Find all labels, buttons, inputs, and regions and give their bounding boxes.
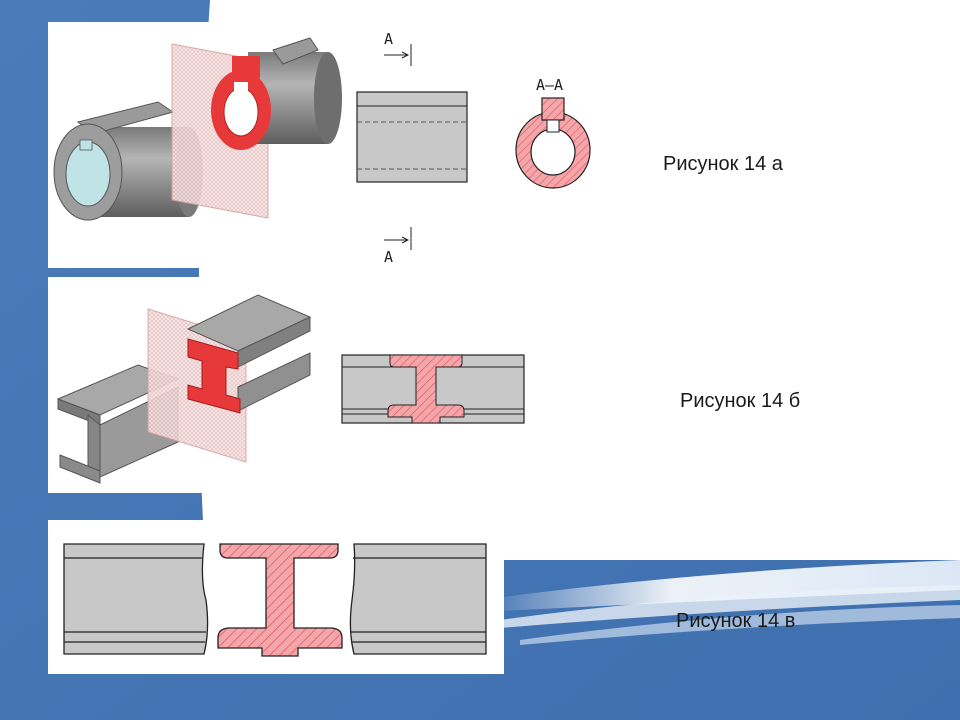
- figure-c-drawing: [63, 543, 487, 657]
- figure-c-caption: Рисунок 14 в: [676, 610, 796, 632]
- cut-label-top: А: [384, 30, 393, 48]
- figure-c-panel: [48, 520, 504, 674]
- break-view-right: [349, 543, 487, 655]
- cut-label-bottom: А: [384, 248, 393, 266]
- ibeam-section-view: [341, 354, 525, 424]
- section-red-b: [187, 338, 241, 414]
- figure-b-caption: Рисунок 14 б: [680, 390, 801, 412]
- front-view: [356, 91, 468, 183]
- section-label: А–А: [536, 76, 563, 94]
- cut-mark-top: [384, 44, 412, 66]
- ibeam-right-3d: [186, 294, 312, 412]
- figure-b-drawing: [56, 294, 525, 484]
- cut-mark-bottom: [384, 227, 412, 250]
- figure-b-panel: [48, 277, 650, 493]
- figure-a-caption: Рисунок 14 а: [663, 153, 783, 175]
- ibeam-section-c: [217, 543, 343, 657]
- section-red: [211, 56, 271, 150]
- figure-a-panel: А А А–А: [48, 22, 650, 268]
- section-a-a: [515, 97, 591, 189]
- figure-a-drawing: А А А–А: [53, 30, 591, 266]
- break-view-left: [63, 543, 209, 655]
